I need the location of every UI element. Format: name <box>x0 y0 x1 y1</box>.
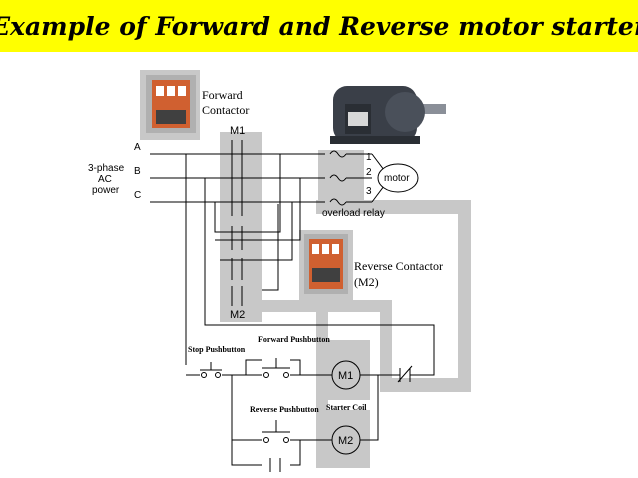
motor-label: motor <box>384 173 410 184</box>
m2-top-label: M2 <box>230 309 245 321</box>
forward-pushbutton-icon <box>262 358 290 378</box>
terminal-1-label: 1 <box>366 152 372 163</box>
title-bar: Example of Forward and Reverse motor sta… <box>0 0 638 52</box>
overload-relay-icon <box>329 150 385 206</box>
motor-photo-icon <box>330 86 446 144</box>
overload-contact-icon <box>397 365 413 383</box>
reverse-contactor-label-2: (M2) <box>354 275 379 289</box>
page-title: Example of Forward and Reverse motor sta… <box>0 11 638 41</box>
overload-relay-label: overload relay <box>322 208 385 219</box>
motor-symbol-icon <box>377 163 419 193</box>
reverse-contactor-label-1: Reverse Contactor <box>354 259 443 273</box>
coil-m2-icon <box>331 425 361 455</box>
phase-a-label: A <box>134 142 141 153</box>
coil-m1-icon <box>331 360 361 390</box>
reverse-pushbutton-icon <box>262 420 290 443</box>
phase-b-label: B <box>134 166 141 177</box>
reverse-pushbutton-label: Reverse Pushbutton <box>250 405 319 414</box>
coil-m2-label: M2 <box>338 435 353 447</box>
power-label-2: AC <box>98 174 112 185</box>
forward-pushbutton-label: Forward Pushbutton <box>258 335 330 344</box>
starter-coil-label: Starter Coil <box>326 403 367 412</box>
stop-pushbutton-label: Stop Pushbutton <box>188 345 246 354</box>
terminal-3-label: 3 <box>366 186 372 197</box>
wiring <box>150 140 435 466</box>
aux-contact-icon <box>269 458 281 472</box>
stop-pushbutton-icon <box>200 362 222 378</box>
m1-top-label: M1 <box>230 125 245 137</box>
forward-contactor-label-1: Forward <box>202 88 243 102</box>
phase-c-label: C <box>134 190 141 201</box>
terminal-2-label: 2 <box>366 167 372 178</box>
coil-m1-label: M1 <box>338 370 353 382</box>
forward-contactor-photo-icon <box>146 75 196 133</box>
forward-contactor-label-2: Contactor <box>202 103 249 117</box>
power-label-3: power <box>92 185 120 196</box>
reverse-contactor-photo-icon <box>304 234 348 294</box>
power-label-1: 3-phase <box>88 163 125 174</box>
